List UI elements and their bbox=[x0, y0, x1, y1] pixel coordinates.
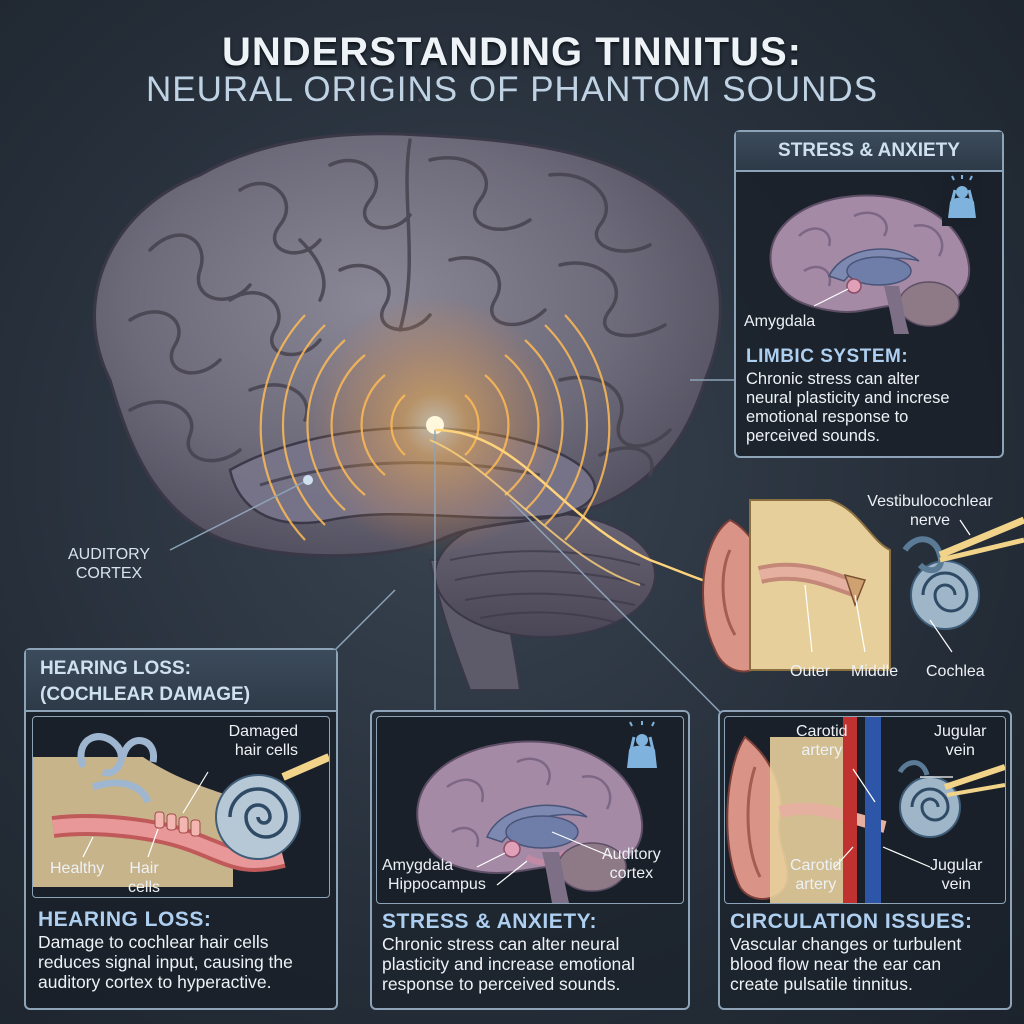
jugular-vein-bottom-label: Jugular vein bbox=[930, 857, 983, 893]
cochlea-label: Cochlea bbox=[926, 663, 985, 680]
auditory-cortex-label: Auditory cortex bbox=[602, 846, 661, 882]
amygdala-label: Amygdala bbox=[382, 857, 454, 874]
hearing-loss-heading: HEARING LOSS: bbox=[38, 908, 212, 931]
stressed-person-icon bbox=[627, 721, 657, 768]
jugular-vein-top-label: Jugular vein bbox=[934, 723, 987, 759]
vestibulocochlear-nerve-label: Vestibulocochlear nerve bbox=[867, 493, 993, 529]
cochlea-inset bbox=[32, 716, 331, 898]
page-title: UNDERSTANDING TINNITUS: bbox=[221, 30, 802, 74]
stress-anxiety-description: Chronic stress can alter neural plastici… bbox=[382, 934, 635, 994]
stress-anxiety-bottom-panel: Amygdala Hippocampus Auditory cortex STR… bbox=[370, 710, 690, 1010]
cochlea-illustration bbox=[33, 733, 331, 887]
circulation-heading: CIRCULATION ISSUES: bbox=[730, 910, 973, 933]
carotid-artery-bottom-label: Carotid artery bbox=[790, 857, 842, 893]
hippocampus-label: Hippocampus bbox=[388, 876, 486, 893]
middle-ear-label: Middle bbox=[851, 663, 899, 680]
circulation-description: Vascular changes or turbulent blood flow… bbox=[730, 934, 962, 994]
stress-anxiety-panel: STRESS & ANXIETY Amygdala LIMBIC SYSTEM:… bbox=[734, 130, 1004, 458]
panel-header: HEARING LOSS: (COCHLEAR DAMAGE) bbox=[26, 650, 336, 712]
auditory-cortex-label: AUDITORY CORTEX bbox=[68, 546, 151, 582]
damaged-hair-cells-label: Damaged hair cells bbox=[228, 723, 298, 759]
ear-anatomy-illustration bbox=[702, 499, 1024, 673]
stress-anxiety-heading: STRESS & ANXIETY: bbox=[382, 910, 598, 933]
healthy-label: Healthy bbox=[50, 860, 105, 877]
page-subtitle: NEURAL ORIGINS OF PHANTOM SOUNDS bbox=[145, 70, 879, 109]
stressed-person-icon bbox=[942, 174, 982, 226]
panel-header: STRESS & ANXIETY bbox=[736, 132, 1002, 172]
limbic-heading: LIMBIC SYSTEM: bbox=[746, 346, 909, 367]
vascular-inset bbox=[724, 716, 1006, 904]
limbic-brain-illustration bbox=[416, 740, 644, 903]
limbic-inset bbox=[376, 716, 684, 904]
amygdala-label: Amygdala bbox=[744, 313, 816, 330]
limbic-brain-illustration bbox=[769, 194, 971, 334]
hearing-loss-panel: HEARING LOSS: (COCHLEAR DAMAGE) Dama bbox=[24, 648, 338, 1010]
limbic-description: Chronic stress can alter neural plastici… bbox=[746, 370, 950, 445]
hair-cells-label: Hair cells bbox=[128, 860, 161, 896]
hearing-loss-description: Damage to cochlear hair cells reduces si… bbox=[38, 932, 293, 992]
vascular-ear-illustration bbox=[726, 717, 1006, 903]
outer-ear-label: Outer bbox=[790, 663, 831, 680]
carotid-artery-top-label: Carotid artery bbox=[796, 723, 848, 759]
circulation-panel: Carotid artery Jugular vein Carotid arte… bbox=[718, 710, 1012, 1010]
